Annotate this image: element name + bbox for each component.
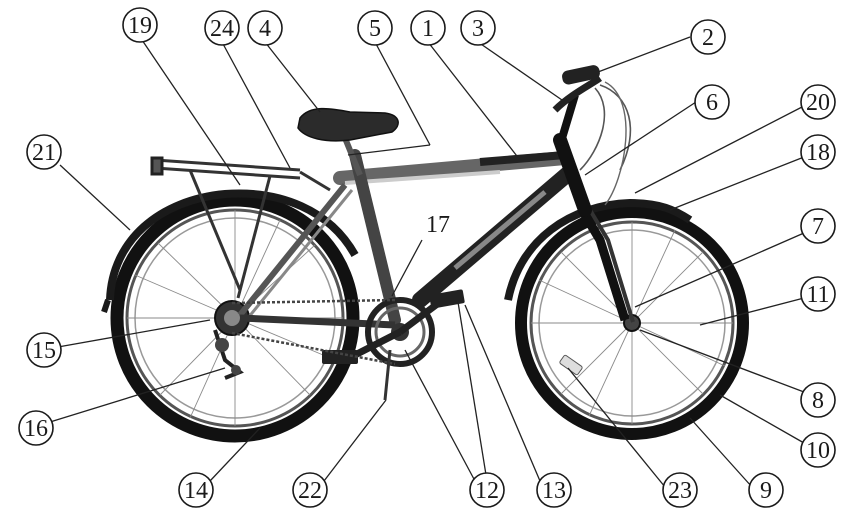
callout-11: 11 bbox=[801, 277, 835, 311]
callout-number: 24 bbox=[210, 16, 234, 42]
callout-number: 23 bbox=[668, 478, 692, 504]
callout-4: 4 bbox=[248, 11, 282, 45]
callout-number: 3 bbox=[472, 16, 484, 42]
callout-number: 15 bbox=[32, 338, 56, 364]
front-fork bbox=[582, 210, 633, 322]
callout-number: 20 bbox=[806, 90, 830, 116]
callout-number: 11 bbox=[806, 282, 829, 308]
callout-number: 4 bbox=[259, 16, 271, 42]
callout-3: 3 bbox=[461, 11, 495, 45]
label-17: 17 bbox=[426, 212, 450, 238]
callout-number: 14 bbox=[184, 478, 208, 504]
callout-14: 14 bbox=[179, 473, 213, 507]
callout-number: 8 bbox=[812, 388, 824, 414]
callout-19: 19 bbox=[123, 8, 157, 42]
callout-number: 1 bbox=[422, 16, 434, 42]
rear-wheel bbox=[117, 200, 353, 436]
callout-number: 12 bbox=[475, 478, 499, 504]
callout-number: 10 bbox=[806, 438, 830, 464]
callout-24: 24 bbox=[205, 11, 239, 45]
callout-1: 1 bbox=[411, 11, 445, 45]
callout-8: 8 bbox=[801, 383, 835, 417]
callout-number: 21 bbox=[32, 140, 56, 166]
callout-18: 18 bbox=[801, 135, 835, 169]
callout-number: 2 bbox=[702, 25, 714, 51]
callout-2: 2 bbox=[691, 20, 725, 54]
callout-number: 6 bbox=[706, 90, 718, 116]
callout-13: 13 bbox=[537, 473, 571, 507]
callout-number: 19 bbox=[128, 13, 152, 39]
callout-5: 5 bbox=[358, 11, 392, 45]
callout-21: 21 bbox=[27, 135, 61, 169]
callout-number: 18 bbox=[806, 140, 830, 166]
saddle bbox=[298, 109, 398, 175]
callout-number: 16 bbox=[24, 416, 48, 442]
callout-23: 23 bbox=[663, 473, 697, 507]
callout-number: 13 bbox=[542, 478, 566, 504]
callout-16: 16 bbox=[19, 411, 53, 445]
callout-20: 20 bbox=[801, 85, 835, 119]
callout-number: 5 bbox=[369, 16, 381, 42]
callout-number: 7 bbox=[812, 214, 824, 240]
bicycle-illustration bbox=[104, 64, 743, 436]
callout-12: 12 bbox=[470, 473, 504, 507]
callout-number: 9 bbox=[760, 478, 772, 504]
callout-7: 7 bbox=[801, 209, 835, 243]
callout-15: 15 bbox=[27, 333, 61, 367]
callout-22: 22 bbox=[293, 473, 327, 507]
callout-number: 22 bbox=[298, 478, 322, 504]
callout-10: 10 bbox=[801, 433, 835, 467]
callout-9: 9 bbox=[749, 473, 783, 507]
callout-6: 6 bbox=[695, 85, 729, 119]
